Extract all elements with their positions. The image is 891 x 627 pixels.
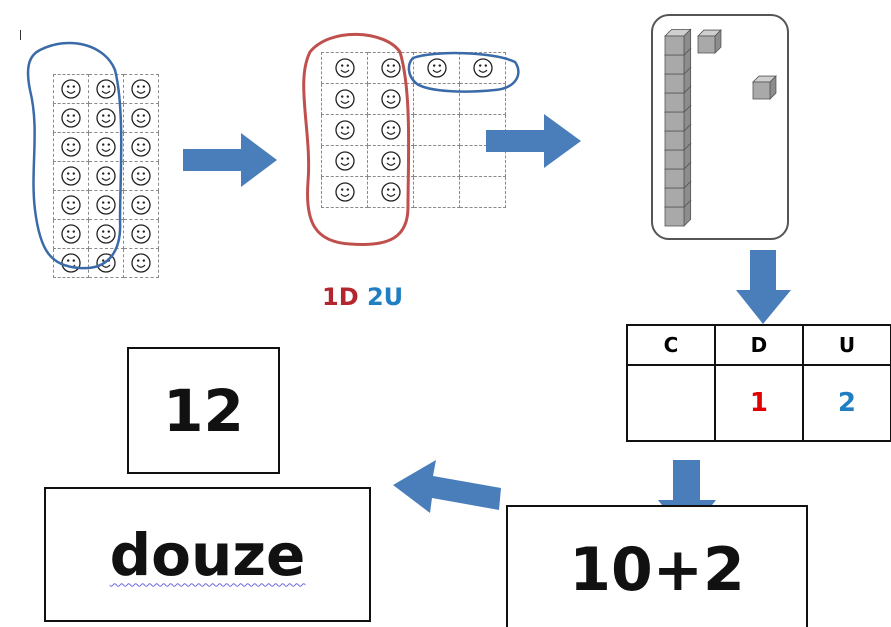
grid-cell <box>53 161 89 191</box>
smiley-icon <box>61 108 81 128</box>
smiley-icon <box>131 108 151 128</box>
smiley-icon <box>380 58 401 78</box>
place-value-table: C D U 1 2 <box>626 324 891 442</box>
arrow-left <box>393 460 501 513</box>
arrow-down-1 <box>736 250 791 324</box>
grid-cell <box>459 176 506 208</box>
number-box: 12 <box>127 347 280 474</box>
grid-cell <box>123 74 159 104</box>
smiley-icon <box>96 224 116 244</box>
units-label: 2U <box>366 283 404 311</box>
grid-cell <box>413 176 460 208</box>
smiley-icon <box>380 151 401 171</box>
red-loop-tens <box>302 32 411 247</box>
blue-loop-units <box>407 51 520 93</box>
number-text: 12 <box>163 376 244 445</box>
smiley-icon <box>96 108 116 128</box>
unit-cube-icon <box>697 29 722 54</box>
smiley-icon <box>334 58 355 78</box>
rod-cube <box>664 28 692 56</box>
grid-cell <box>88 132 124 162</box>
word-text: douze <box>109 520 306 589</box>
grid-cell <box>53 248 89 278</box>
grid-cell <box>413 114 460 146</box>
grid-cell <box>123 103 159 133</box>
tens-units-label: 1D 2U <box>322 283 403 311</box>
grid-cell <box>321 83 368 115</box>
smiley-icon <box>334 151 355 171</box>
word-box: douze <box>44 487 371 622</box>
header-hundreds: C <box>626 324 716 366</box>
smiley-icon <box>334 182 355 202</box>
base-ten-blocks <box>664 28 777 227</box>
value-units: 2 <box>801 364 891 442</box>
header-tens: D <box>713 324 804 366</box>
arrow-right-2 <box>486 114 581 168</box>
header-units: U <box>801 324 891 366</box>
grid-cell <box>123 132 159 162</box>
smiley-icon <box>334 120 355 140</box>
grid-cell <box>367 145 414 177</box>
smiley-icon <box>380 182 401 202</box>
smiley-icon <box>61 195 81 215</box>
smiley-icon <box>96 195 116 215</box>
grid-cell <box>123 219 159 249</box>
smiley-icon <box>61 137 81 157</box>
grid-cell <box>53 74 89 104</box>
smiley-icon <box>96 79 116 99</box>
grid-cell <box>321 114 368 146</box>
grid-cell <box>123 248 159 278</box>
smiley-icon <box>131 166 151 186</box>
value-tens: 1 <box>713 364 804 442</box>
smiley-icon <box>380 120 401 140</box>
grid-cell <box>88 161 124 191</box>
smiley-icon <box>131 224 151 244</box>
smiley-icon <box>96 166 116 186</box>
grid-cell <box>321 176 368 208</box>
smiley-icon <box>380 89 401 109</box>
smiley-icon <box>426 58 447 78</box>
smiley-icon <box>61 166 81 186</box>
smiley-icon <box>61 224 81 244</box>
grid-cell <box>413 145 460 177</box>
arrow-right-1 <box>183 133 277 187</box>
grid-cell <box>53 132 89 162</box>
grid-cell <box>53 103 89 133</box>
smiley-icon <box>334 89 355 109</box>
cursor-mark <box>20 30 21 40</box>
grid-cell <box>123 190 159 220</box>
tens-label: 1D <box>322 283 359 311</box>
smiley-icon <box>131 253 151 273</box>
smiley-icon <box>131 137 151 157</box>
grid-cell <box>367 176 414 208</box>
sum-text: 10+2 <box>569 535 745 605</box>
grid-cell <box>459 83 506 115</box>
unit-cube-icon <box>752 75 777 100</box>
smiley-icon <box>61 79 81 99</box>
smiley-icon <box>131 195 151 215</box>
smiley-icon <box>96 137 116 157</box>
blue-loop-left <box>26 41 123 270</box>
smiley-icon <box>472 58 493 78</box>
smiley-icon <box>131 79 151 99</box>
sum-box: 10+2 <box>506 505 808 627</box>
value-hundreds <box>626 364 716 442</box>
